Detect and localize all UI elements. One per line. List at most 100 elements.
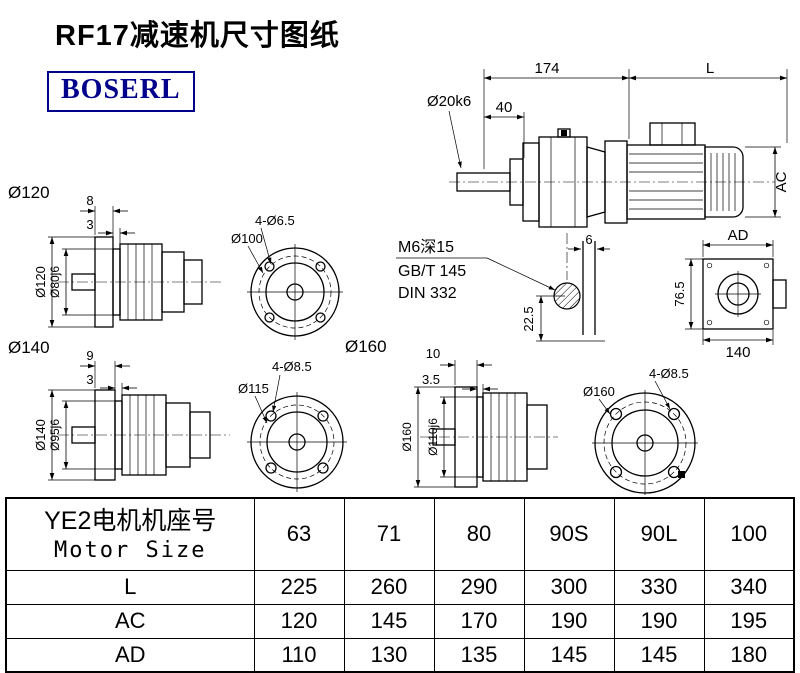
breather-plug (561, 130, 567, 136)
dim-76-5-label: 76.5 (672, 281, 687, 306)
main-side-view-drawing: 174 L 40 Ø20k6 (427, 60, 790, 228)
table-cell: 170 (433, 603, 525, 639)
dimension-od120: Ø120 (33, 236, 95, 328)
bolt-hole (315, 261, 326, 272)
col-80: 80 (433, 497, 525, 571)
dimension-od160: Ø160 (400, 386, 455, 488)
row-label-L: L (5, 569, 255, 605)
shaft-dia-label: Ø20k6 (427, 93, 471, 110)
dimension-76-5: 76.5 (672, 258, 703, 330)
dim-9-label: 9 (86, 348, 93, 363)
od160-front-label: Ø160 (583, 384, 615, 399)
flange120-front-outline (247, 244, 343, 340)
callout-holes-140: 4-Ø8.5 (272, 359, 312, 413)
table-cell: 145 (613, 637, 705, 673)
flange160-front-outline (592, 390, 698, 495)
bolt-hole (264, 261, 275, 272)
table-cell: 195 (703, 603, 795, 639)
dim-od160-label: Ø160 (400, 422, 414, 452)
dim-3-5-label: 3.5 (422, 372, 440, 387)
holes-120-label: 4-Ø6.5 (255, 213, 295, 228)
motor-size-header-cell: YE2电机机座号 Motor Size (5, 497, 255, 571)
section-label-120: Ø120 (8, 183, 50, 202)
bolt-hole (265, 410, 277, 422)
table-cell: 290 (433, 569, 525, 605)
dim-140-label: 140 (725, 344, 750, 361)
table-row-AD: AD 110 130 135 145 145 180 (5, 637, 795, 673)
table-cell: 145 (343, 603, 435, 639)
flange160-front-view: 4-Ø8.5 Ø160 (583, 366, 698, 495)
dimension-40: 40 (484, 99, 525, 158)
dimension-3-5: 3.5 (422, 372, 498, 395)
col-63: 63 (253, 497, 345, 571)
note-gbt-label: GB/T 145 (398, 263, 466, 280)
table-cell: 145 (523, 637, 615, 673)
col-90L: 90L (613, 497, 705, 571)
bc115-label: Ø115 (238, 381, 269, 396)
callout-od160-front: Ø160 (583, 384, 615, 415)
motor-fins (629, 153, 736, 211)
table-cell: 300 (523, 569, 615, 605)
holes-160-label: 4-Ø8.5 (649, 366, 689, 381)
section-label-140: Ø140 (8, 338, 50, 357)
table-cell: 180 (703, 637, 795, 673)
table-header-row: YE2电机机座号 Motor Size 63 71 80 90S 90L 100 (5, 497, 795, 571)
dim-40-label: 40 (496, 99, 513, 116)
dim-6-label: 6 (585, 232, 592, 247)
note-din-label: DIN 332 (398, 285, 457, 302)
dim-spigot110-label: Ø110j6 (426, 418, 440, 456)
dim-3b-label: 3 (86, 372, 93, 387)
bolt-hole (317, 410, 329, 422)
table-cell: 260 (343, 569, 435, 605)
bolt-hole (315, 312, 326, 323)
shaft-end-detail-drawing: M6深15 GB/T 145 DIN 332 6 22.5 (396, 232, 610, 342)
dimension-AC: AC (745, 146, 790, 218)
callout-holes-160: 4-Ø8.5 (649, 366, 689, 410)
dim-AC-label: AC (773, 171, 790, 192)
boserl-logo: BOSERL (47, 71, 195, 112)
flange120-outline (58, 236, 222, 328)
dim-3-label: 3 (86, 217, 93, 232)
plug-mark (678, 471, 685, 478)
dim-spigot95-label: Ø95j6 (48, 419, 62, 451)
row-label-AC: AC (5, 603, 255, 639)
flange160-side-view: 10 3.5 Ø160 Ø110j6 (400, 346, 558, 488)
dim-spigot80-label: Ø80j6 (48, 266, 62, 298)
table-cell: 190 (523, 603, 615, 639)
col-71: 71 (343, 497, 435, 571)
col-90S: 90S (523, 497, 615, 571)
dimension-table: YE2电机机座号 Motor Size 63 71 80 90S 90L 100… (5, 497, 795, 673)
dimension-6: 6 (568, 232, 610, 252)
dim-AD-label: AD (728, 227, 749, 244)
holes-140-label: 4-Ø8.5 (272, 359, 312, 374)
table-row-AC: AC 120 145 170 190 190 195 (5, 603, 795, 639)
dimension-9: 9 (80, 348, 130, 399)
table-cell: 120 (253, 603, 345, 639)
dim-od120-label: Ø120 (33, 266, 48, 298)
bolt-hole (667, 407, 681, 421)
dimension-L: L (629, 60, 788, 143)
flange140-front-view: 4-Ø8.5 Ø115 (238, 359, 347, 492)
header-en: Motor Size (54, 538, 207, 564)
dim-8-label: 8 (86, 193, 93, 208)
dim-od140-label: Ø140 (33, 419, 48, 451)
shaft-diameter-callout: Ø20k6 (427, 93, 471, 169)
table-cell: 130 (343, 637, 435, 673)
bolt-hole (264, 312, 275, 323)
dimension-8: 8 (80, 193, 128, 247)
dimension-3b: 3 (86, 372, 137, 399)
boserl-logo-text: BOSERL (61, 74, 181, 105)
section-label-160: Ø160 (345, 337, 387, 356)
callout-bc115: Ø115 (238, 381, 269, 424)
rear-view-drawing: AD 76.5 140 (672, 227, 787, 361)
flange120-front-view: 4-Ø6.5 Ø100 (231, 213, 343, 340)
table-cell: 135 (433, 637, 525, 673)
flange120-side-view: 8 3 Ø120 Ø80j6 (33, 193, 222, 328)
table-cell: 225 (253, 569, 345, 605)
table-cell: 110 (253, 637, 345, 673)
flange160-outline (420, 386, 558, 488)
tapped-hole-note: M6深15 GB/T 145 DIN 332 (396, 238, 556, 302)
dimension-140: 140 (702, 330, 774, 361)
table-row-L: L 225 260 290 300 330 340 (5, 569, 795, 605)
